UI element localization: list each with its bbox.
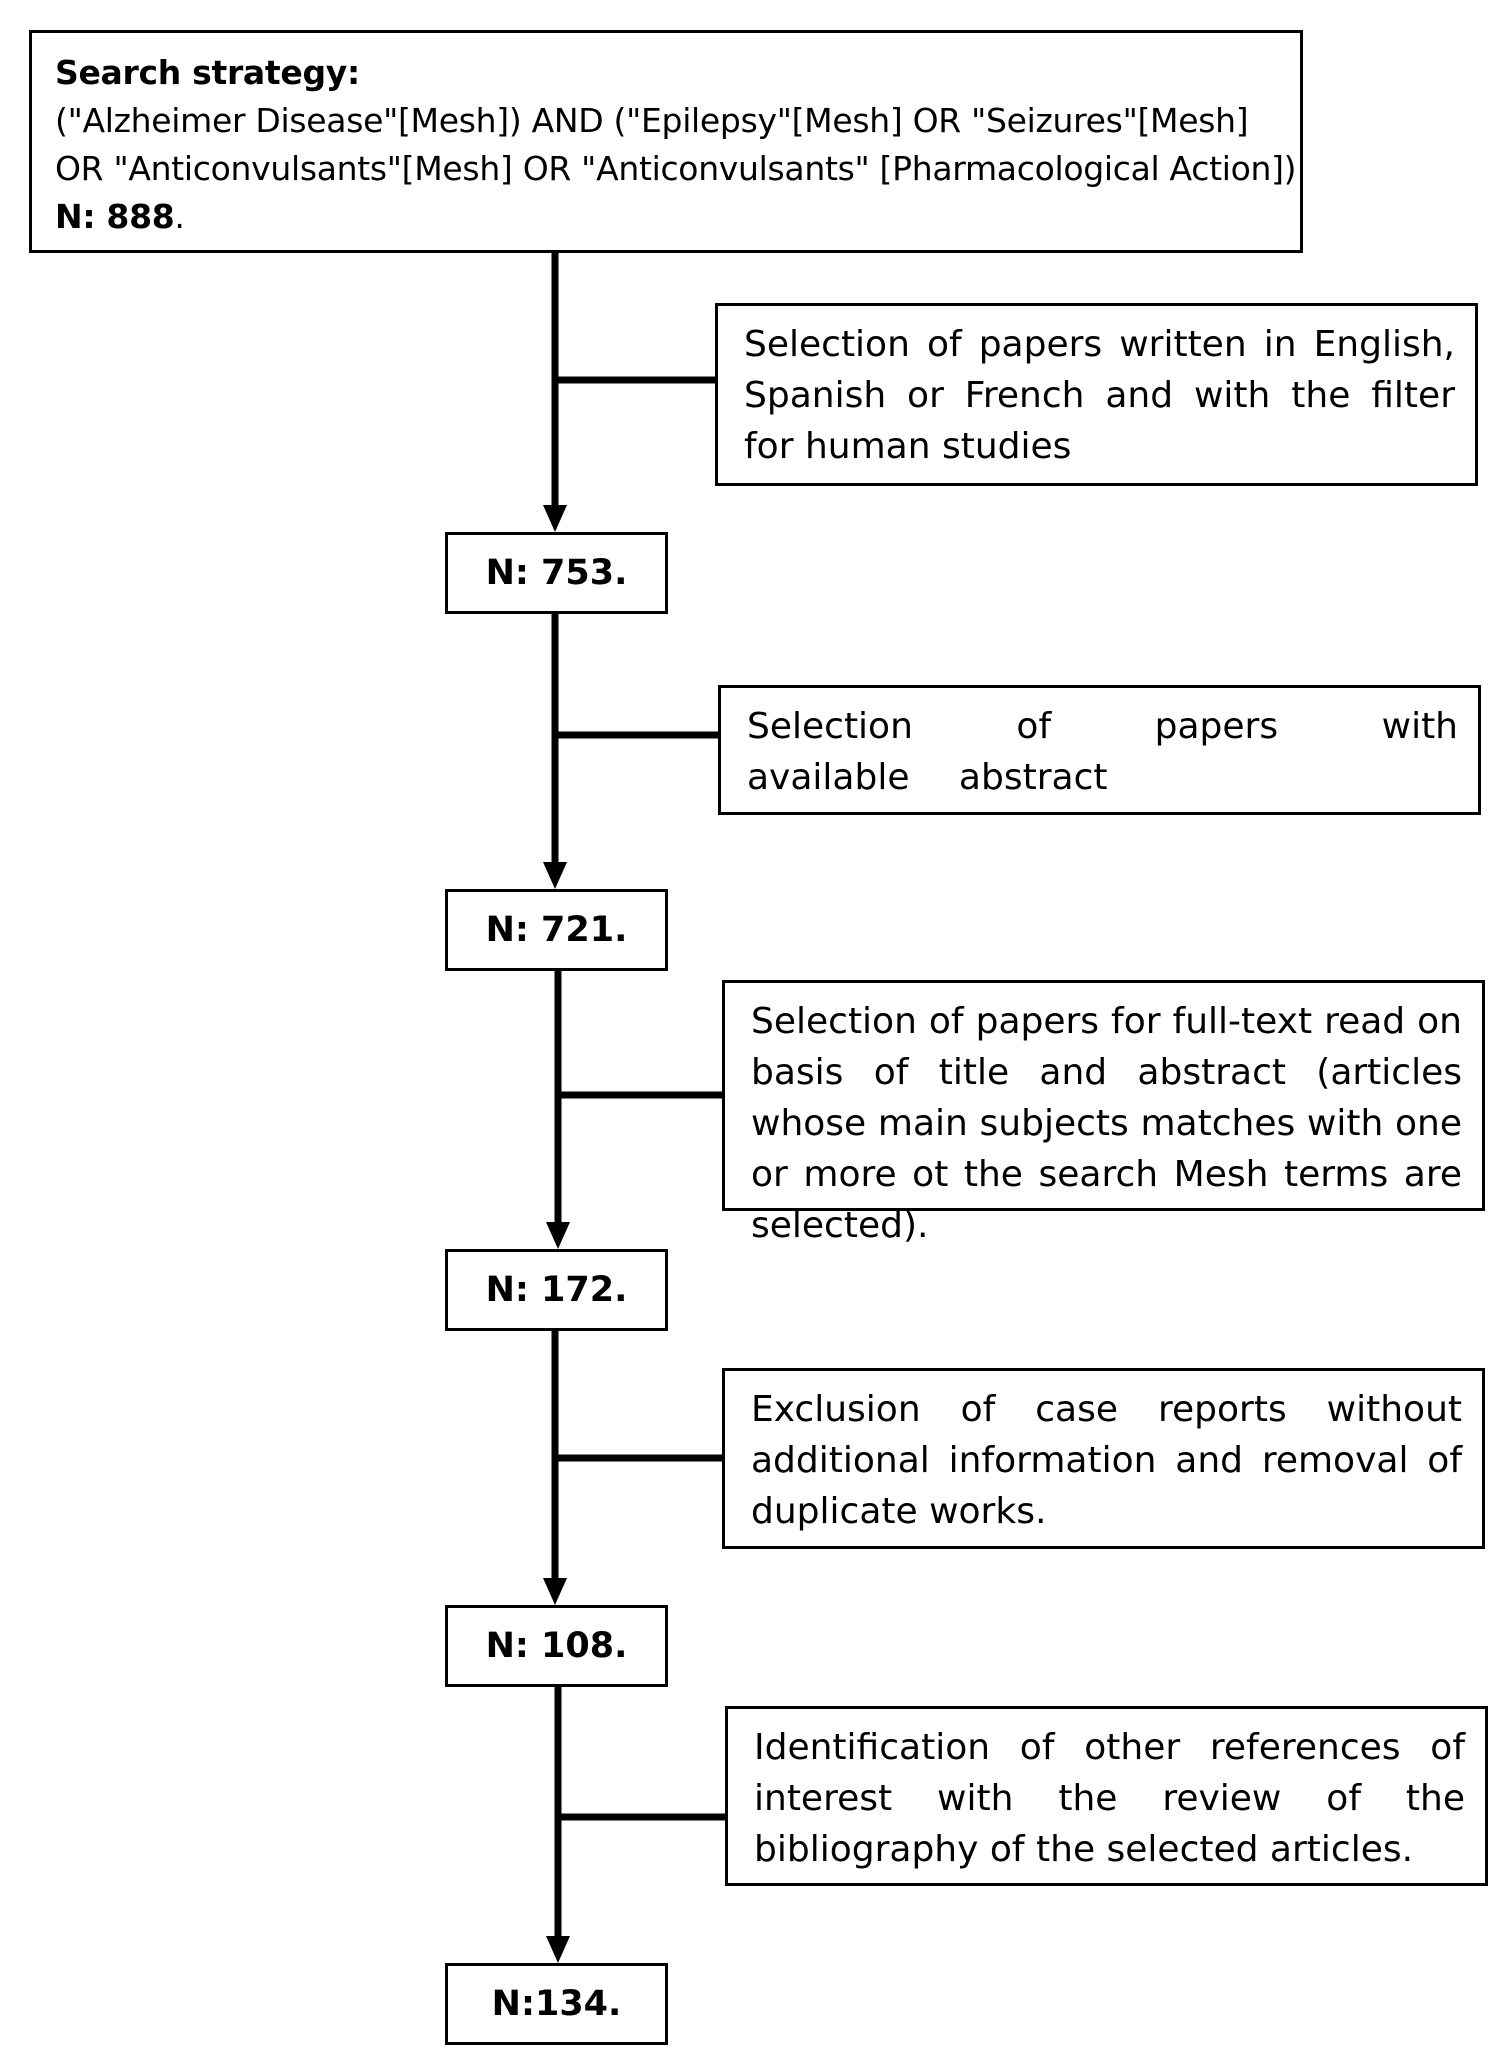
arrowhead-4 (543, 1578, 567, 1605)
arrowhead-1 (543, 505, 567, 532)
search-query-line-1: ("Alzheimer Disease"[Mesh]) AND ("Epilep… (55, 101, 1249, 140)
search-strategy-heading: Search strategy: (55, 53, 360, 92)
search-query-line-2: OR "Anticonvulsants"[Mesh] OR "Anticonvu… (55, 149, 1297, 188)
arrowhead-2 (543, 862, 567, 889)
initial-count-value: N: 888 (55, 197, 175, 236)
result-count-5: N:134. (445, 1963, 668, 2045)
result-count-3: N: 172. (445, 1249, 668, 1331)
result-count-4: N: 108. (445, 1605, 668, 1687)
arrowhead-5 (546, 1936, 570, 1963)
initial-count: N: 888. (55, 193, 1280, 241)
filter-step-3: Selection of papers for full-text read o… (722, 980, 1485, 1246)
filter-step-1: Selection of papers written in English, … (715, 303, 1478, 486)
result-count-2: N: 721. (445, 889, 668, 971)
initial-count-suffix: . (174, 197, 185, 236)
filter-step-2: Selection of papers with available abstr… (718, 685, 1481, 815)
filter-step-4: Exclusion of case reports without additi… (722, 1368, 1485, 1549)
result-count-1: N: 753. (445, 532, 668, 614)
arrowhead-3 (546, 1222, 570, 1249)
filter-step-5: Identification of other references of in… (725, 1706, 1488, 1886)
search-strategy-box: Search strategy: ("Alzheimer Disease"[Me… (29, 30, 1303, 253)
